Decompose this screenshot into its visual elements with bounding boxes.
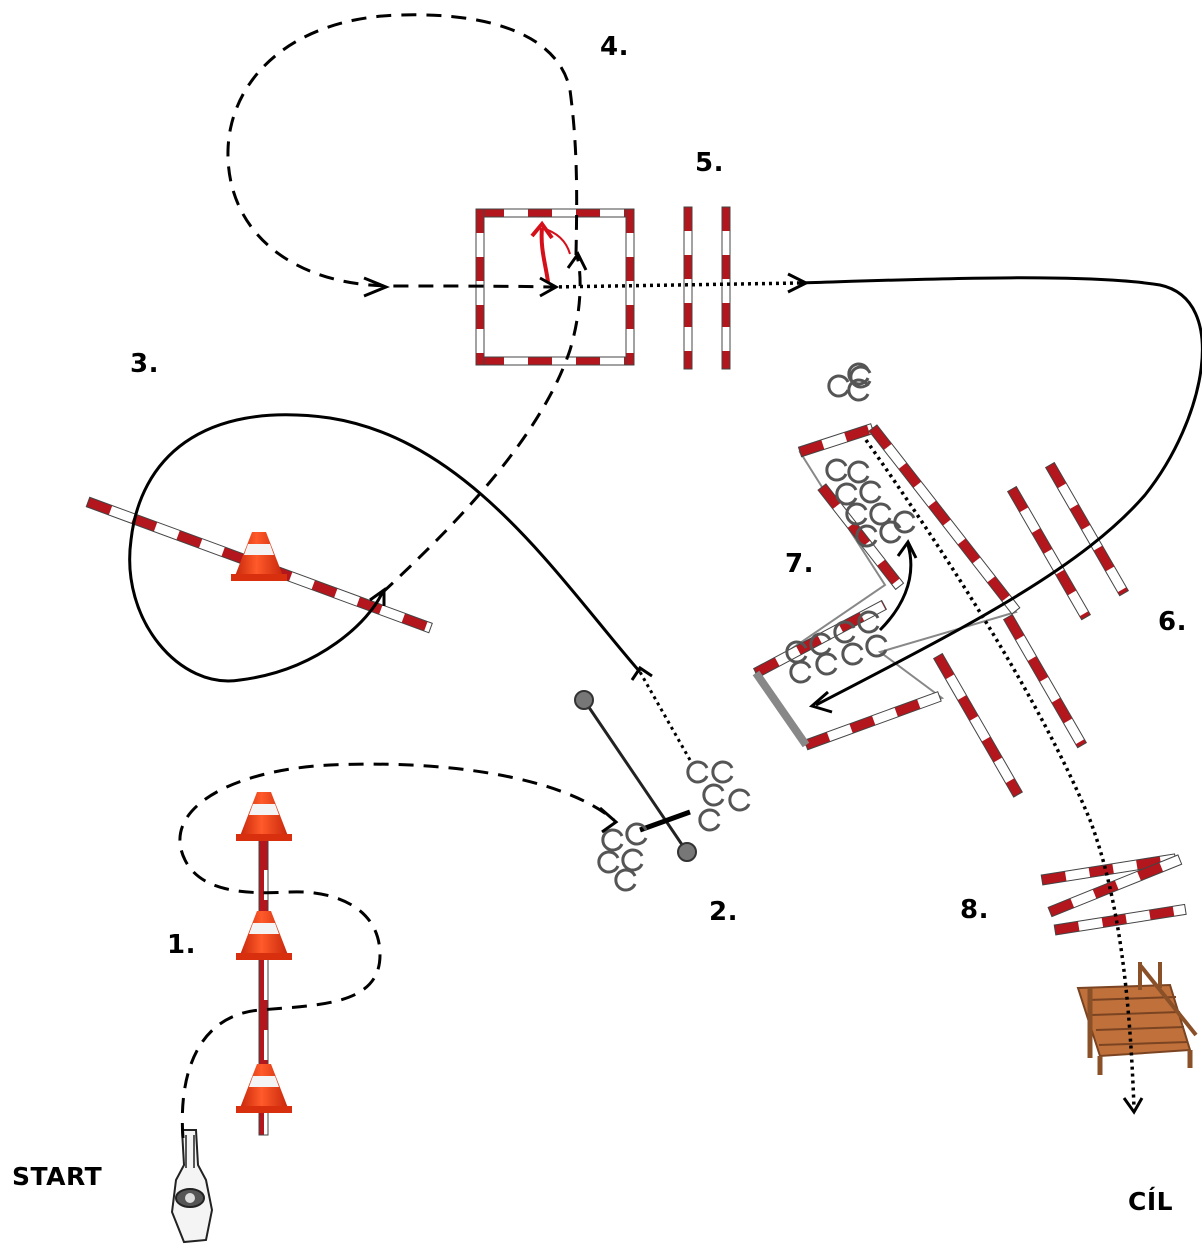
station-6-diagonal-poles [932, 461, 1130, 798]
station-1-slalom [236, 792, 292, 1136]
station-7-label: 7. [785, 549, 814, 579]
station-3-label: 3. [130, 349, 159, 379]
slalom-pole [259, 805, 268, 1135]
red-arrowhead [530, 220, 554, 240]
station-7-l-corridor [752, 362, 1021, 751]
station-3-pole-cone [85, 496, 433, 634]
route-segment-9 [864, 438, 1136, 1109]
route-paths [128, 13, 1202, 1139]
route-segment-1 [178, 762, 615, 1139]
station-2-label: 2. [709, 897, 738, 927]
route-segment-6 [551, 281, 801, 289]
red-turn-arrow [539, 227, 550, 283]
station-5-label: 5. [695, 148, 724, 178]
station-6-label: 6. [1158, 607, 1187, 637]
station-2-gate [574, 690, 751, 892]
route-segment-5 [226, 13, 579, 289]
route-segment-8 [878, 544, 913, 632]
station-1-label: 1. [167, 930, 196, 960]
gate-post-icon [677, 842, 697, 862]
wooden-bridge-icon [1076, 962, 1198, 1075]
route-arrowheads [363, 251, 1144, 1115]
finish-label: CÍL [1128, 1187, 1174, 1216]
horse-rider-icon [170, 1129, 214, 1244]
station-4-label: 4. [600, 32, 629, 62]
station-8-zigzag [1040, 853, 1187, 936]
route-segment-7 [799, 276, 1202, 707]
traffic-cone-icon [236, 1064, 292, 1113]
route-segment-2 [638, 671, 692, 761]
station-8-label: 8. [960, 895, 989, 925]
traffic-cone-icon [236, 911, 292, 960]
route-segment-3 [128, 413, 642, 683]
station-5-poles [683, 206, 731, 370]
hoof-print-icon [597, 760, 751, 892]
start-label: START [12, 1162, 103, 1191]
route-segment-4 [380, 254, 582, 595]
gate-post-icon [574, 690, 594, 710]
traffic-cone-icon [236, 792, 292, 841]
